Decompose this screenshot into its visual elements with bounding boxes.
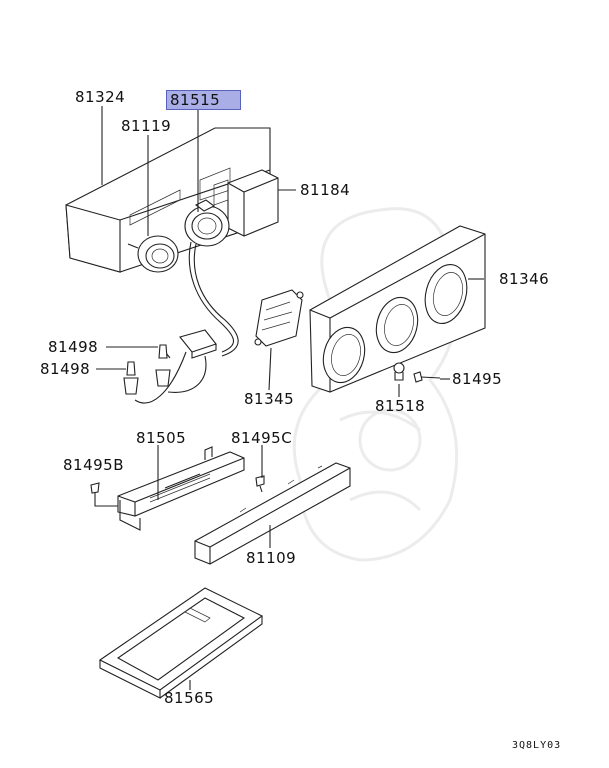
part-label-81518[interactable]: 81518 [375, 397, 426, 415]
part-label-81324[interactable]: 81324 [75, 88, 126, 106]
part-label-81498-upper[interactable]: 81498 [48, 338, 99, 356]
module-81184[interactable] [213, 169, 279, 237]
bulb-81498[interactable] [123, 344, 171, 395]
lens-81345[interactable] [254, 289, 304, 347]
part-label-81515[interactable]: 81515 [166, 90, 242, 110]
nut-81518[interactable] [393, 362, 405, 381]
part-label-81495[interactable]: 81495 [452, 370, 503, 388]
part-label-81495b[interactable]: 81495B [63, 456, 125, 474]
wiring-harness [134, 241, 239, 404]
screw-81495[interactable] [413, 371, 441, 383]
part-label-81505[interactable]: 81505 [136, 429, 187, 447]
screw-81495b[interactable] [90, 482, 100, 500]
screw-81495c[interactable] [255, 475, 265, 493]
part-label-81565[interactable]: 81565 [164, 689, 215, 707]
part-label-81498-lower[interactable]: 81498 [40, 360, 91, 378]
face-panel-81346[interactable] [309, 225, 486, 393]
trim-bar-81109[interactable] [194, 462, 351, 565]
part-label-81109[interactable]: 81109 [246, 549, 297, 567]
part-label-81184[interactable]: 81184 [300, 181, 351, 199]
leader-lines [94, 106, 484, 690]
diagram-code: 3Q8LY03 [512, 740, 562, 751]
part-label-81346[interactable]: 81346 [499, 270, 550, 288]
frame-81565[interactable] [98, 587, 264, 699]
bracket-81505[interactable] [117, 446, 245, 531]
lamp-socket-81515[interactable] [184, 199, 230, 247]
part-label-81345[interactable]: 81345 [244, 390, 295, 408]
socket-81119[interactable] [127, 235, 179, 273]
part-label-81495c[interactable]: 81495C [231, 429, 293, 447]
part-label-81119[interactable]: 81119 [121, 117, 172, 135]
